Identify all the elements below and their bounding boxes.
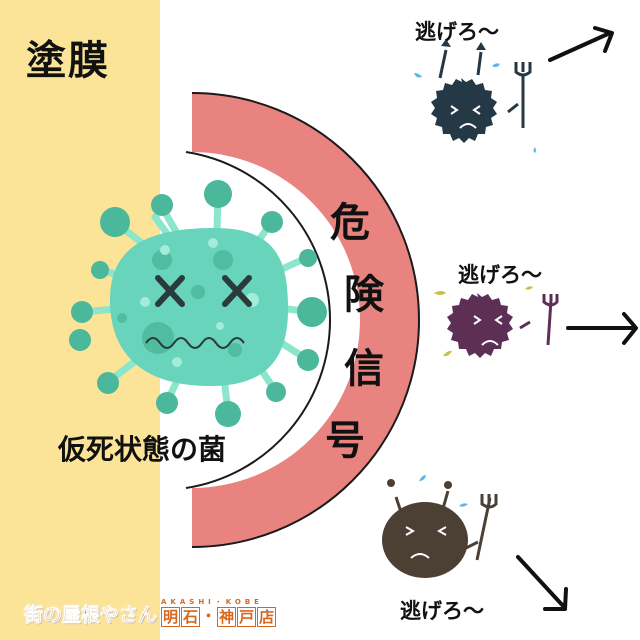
shield-label-char: 信 xyxy=(344,346,384,392)
logo-main-text: 街の屋根やさん xyxy=(24,604,158,627)
arrow-down-right-icon xyxy=(516,555,568,611)
logo-store-char: 神 xyxy=(217,607,237,627)
dormant-germ-icon xyxy=(69,180,327,427)
dormant-germ-label: 仮死状態の菌 xyxy=(58,433,227,466)
arrow-up-right-icon xyxy=(548,26,614,62)
flee-label: 逃げろ〜 xyxy=(400,599,484,623)
arrow-right-icon xyxy=(566,312,638,345)
x-eyes-icon xyxy=(155,275,252,307)
logo-store-char: 明 xyxy=(161,607,181,627)
fleeing-germ-brown-icon xyxy=(382,475,498,578)
danger-shield-arc xyxy=(185,92,420,548)
brand-logo: 街の屋根やさん AKASHI・KOBE 明 石 ・ 神 戸 店 xyxy=(24,593,277,627)
shield-label-char: 号 xyxy=(325,418,365,464)
page-title: 塗膜 xyxy=(26,38,110,84)
shield-label-char: 険 xyxy=(344,272,384,318)
flee-label: 逃げろ〜 xyxy=(458,263,542,287)
logo-store-dot: ・ xyxy=(201,607,217,625)
fleeing-germ-dark-blue-icon xyxy=(414,39,536,153)
flee-label: 逃げろ〜 xyxy=(415,20,499,44)
logo-store-char: 石 xyxy=(181,607,201,627)
logo-sub-text: AKASHI・KOBE xyxy=(161,598,263,606)
fleeing-germ-purple-icon xyxy=(434,286,559,358)
logo-store-char: 店 xyxy=(257,607,277,627)
shield-label-char: 危 xyxy=(330,200,370,246)
logo-store-char: 戸 xyxy=(237,607,257,627)
logo-store-name: 明 石 ・ 神 戸 店 xyxy=(161,607,277,627)
